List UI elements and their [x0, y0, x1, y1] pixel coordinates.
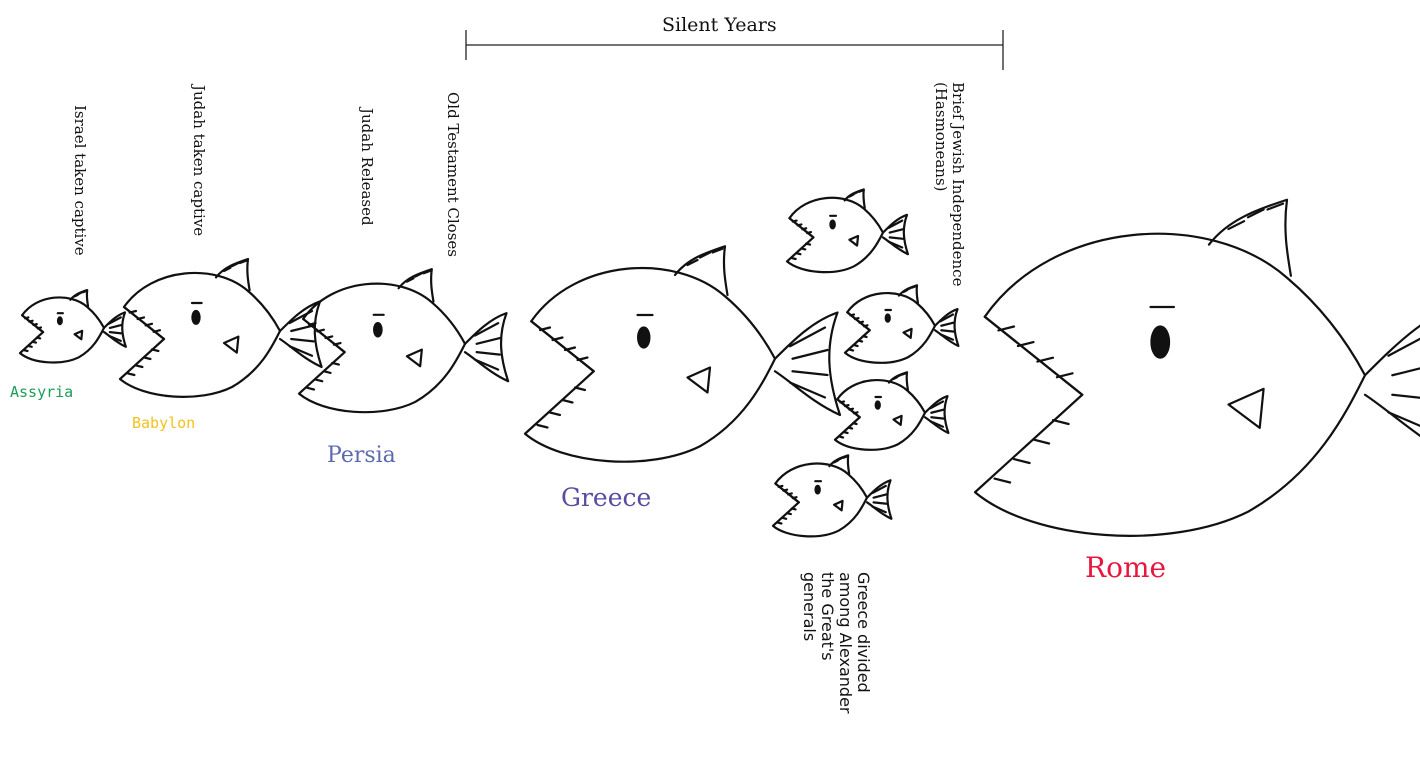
assyria-fish — [20, 290, 126, 362]
general-fish-2 — [845, 285, 958, 363]
rome-fish — [975, 200, 1420, 536]
silent-years-bracket — [466, 30, 1003, 70]
babylon-fish — [120, 259, 322, 397]
persia-fish — [299, 269, 508, 412]
greece-fish — [525, 246, 840, 461]
general-fish-1 — [787, 189, 908, 272]
general-fish-4 — [773, 455, 891, 536]
general-fish-3 — [835, 372, 948, 450]
